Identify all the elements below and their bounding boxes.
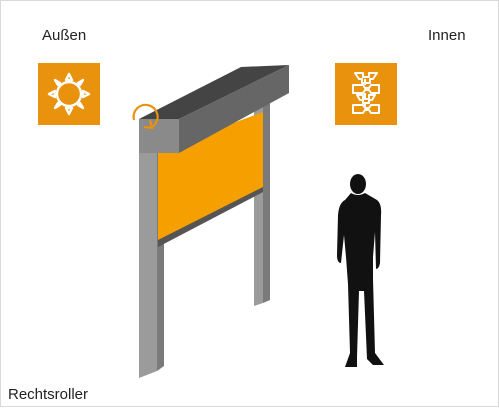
industrial-process-icon (352, 72, 380, 114)
sun-icon (47, 72, 91, 116)
housing-side (179, 65, 289, 153)
left-post (139, 146, 157, 378)
roller-type-label: Rechtsroller (8, 386, 89, 403)
person-silhouette (337, 174, 384, 367)
housing-top (139, 65, 289, 119)
curtain-bottom-bar (158, 187, 263, 247)
housing-front (139, 119, 179, 153)
outside-label: Außen (42, 27, 87, 44)
right-post-side (263, 96, 270, 303)
outside-tile (38, 63, 100, 125)
inside-label: Innen (428, 27, 466, 44)
inside-tile (335, 63, 397, 125)
rotation-direction-icon (132, 103, 159, 130)
